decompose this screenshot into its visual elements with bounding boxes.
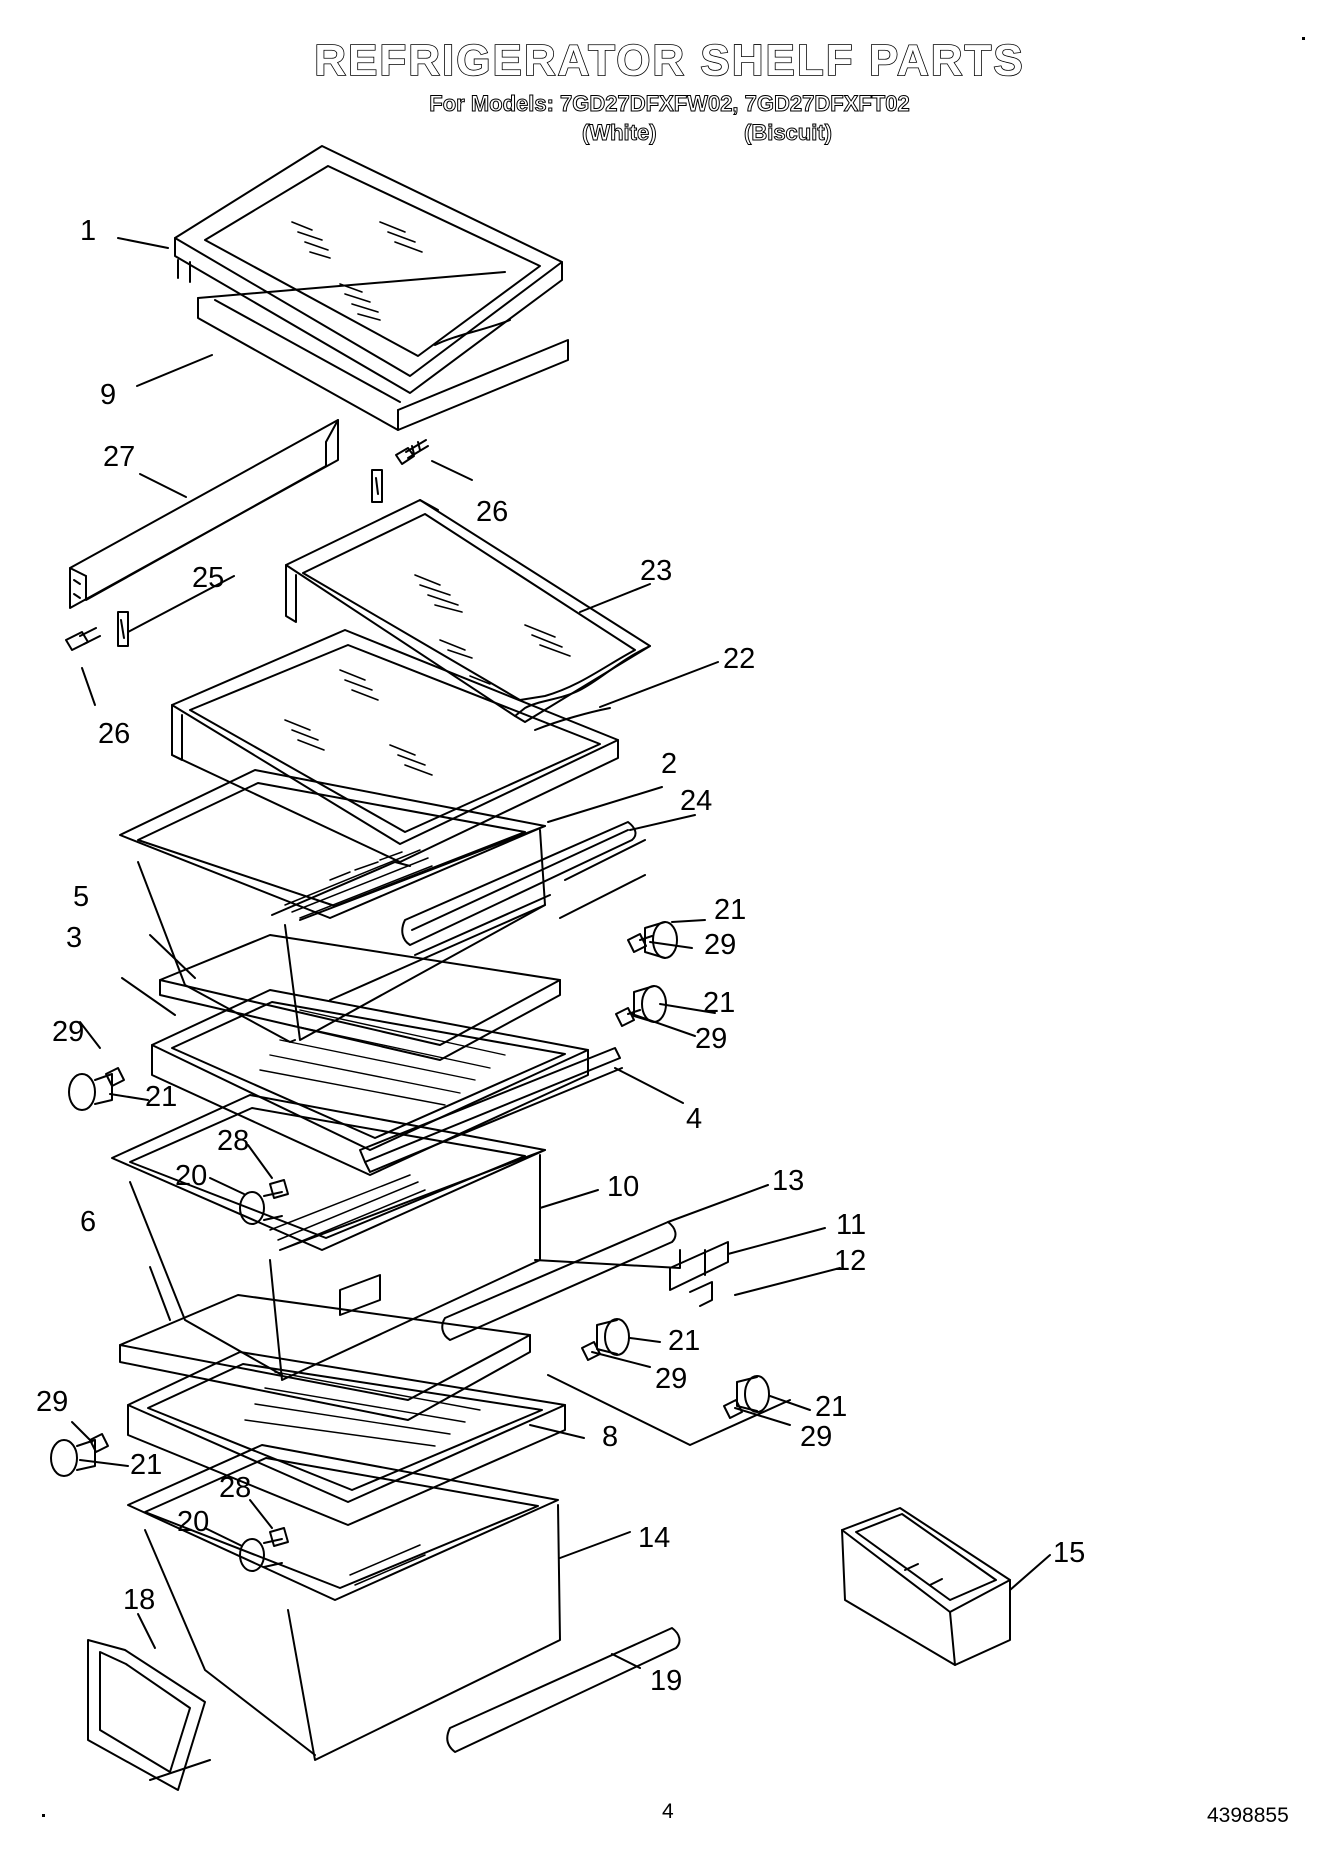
callout-29-f: 29 (800, 1421, 832, 1453)
part-18-label-window (87, 1639, 206, 1791)
document-number: 4398855 (1207, 1804, 1289, 1827)
callout-29-a: 29 (704, 929, 736, 961)
callout-11: 11 (836, 1209, 866, 1241)
part-21-roller (644, 921, 678, 959)
callout-1: 1 (80, 215, 96, 247)
page-title: REFRIGERATOR SHELF PARTS (313, 35, 1025, 86)
callout-5: 5 (73, 881, 89, 913)
part-25-clip-top (371, 469, 383, 503)
callout-27: 27 (103, 441, 135, 473)
part-19-handle (446, 1627, 681, 1753)
part-21-roller (596, 1318, 630, 1356)
models-line: For Models: 7GD27DFXFW02, 7GD27DFXFT02 (429, 91, 910, 117)
part-2-crisper-drawer (119, 769, 551, 1043)
part-15-bin (841, 1507, 1011, 1666)
callout-22: 22 (723, 643, 755, 675)
callout-13: 13 (772, 1165, 804, 1197)
callout-25: 25 (192, 562, 224, 594)
callout-8: 8 (602, 1421, 618, 1453)
callout-28-a: 28 (217, 1125, 249, 1157)
part-21-roller (68, 1073, 113, 1111)
page-number: 4 (662, 1800, 674, 1823)
scan-dot (42, 1814, 45, 1817)
part-21-roller (50, 1439, 96, 1477)
callout-21-f: 21 (130, 1449, 162, 1481)
part-29-bolt (615, 1007, 641, 1027)
part-23-half-shelf (285, 499, 651, 723)
part-27-trim-strip (69, 419, 339, 609)
callout-2: 2 (661, 748, 677, 780)
part-5-glass-cover (159, 934, 561, 1061)
part-26-screw-bottom (65, 627, 101, 651)
part-29-bolt (723, 1399, 743, 1419)
callout-18: 18 (123, 1584, 155, 1616)
color-biscuit-label: (Biscuit) (744, 120, 833, 146)
part-28-bolt (269, 1527, 289, 1547)
part-29-bolt (89, 1433, 109, 1453)
callout-15: 15 (1053, 1537, 1085, 1569)
part-1-glass-shelf (174, 145, 563, 394)
callout-4: 4 (686, 1103, 702, 1135)
part-10-crisper-drawer (111, 1094, 546, 1381)
callout-19: 19 (650, 1665, 682, 1697)
callout-12: 12 (834, 1245, 866, 1277)
callout-3: 3 (66, 922, 82, 954)
callout-20-a: 20 (175, 1160, 207, 1192)
part-14-crisper-drawer (127, 1444, 561, 1761)
part-25-clip-bottom (117, 611, 129, 647)
callout-29-c: 29 (695, 1023, 727, 1055)
leader-lines (71, 237, 1051, 1781)
part-8-cover-frame (127, 1351, 566, 1526)
callout-24: 24 (680, 785, 712, 817)
part-29-bolt (627, 933, 653, 953)
callout-21-b: 21 (703, 987, 735, 1019)
callout-29-b: 29 (52, 1016, 84, 1048)
part-29-bolt (105, 1067, 125, 1087)
callout-23: 23 (640, 555, 672, 587)
callout-6: 6 (80, 1206, 96, 1238)
color-white-label: (White) (582, 120, 658, 146)
callout-26-bottom: 26 (98, 718, 130, 750)
callout-29-e: 29 (36, 1386, 68, 1418)
part-22-shelf (171, 629, 619, 863)
callout-26-top: 26 (476, 496, 508, 528)
part-13-handle (441, 1221, 677, 1341)
callout-21-e: 21 (815, 1391, 847, 1423)
scan-dot (1302, 37, 1305, 40)
part-12-holder (689, 1281, 713, 1307)
part-9-shelf-frame (197, 271, 569, 431)
part-4-rail (359, 1047, 623, 1173)
callout-20-b: 20 (177, 1506, 209, 1538)
callout-28-b: 28 (219, 1472, 251, 1504)
part-21-roller (736, 1375, 770, 1413)
callout-10: 10 (607, 1171, 639, 1203)
callout-numbers: 1 9 27 26 25 23 26 22 2 24 5 21 3 29 21 … (36, 215, 1085, 1697)
part-6-glass-cover (119, 1294, 531, 1421)
part-28-bolt (269, 1179, 289, 1199)
callout-14: 14 (638, 1522, 670, 1554)
callout-21-a: 21 (714, 894, 746, 926)
part-20-roller (239, 1191, 283, 1225)
part-20-roller (239, 1538, 283, 1572)
part-26-screw-top (395, 439, 429, 465)
part-11-label (669, 1241, 729, 1291)
callout-29-d: 29 (655, 1363, 687, 1395)
part-24-handle (401, 821, 637, 946)
callout-21-c: 21 (145, 1081, 177, 1113)
callout-21-d: 21 (668, 1325, 700, 1357)
callout-9: 9 (100, 379, 116, 411)
